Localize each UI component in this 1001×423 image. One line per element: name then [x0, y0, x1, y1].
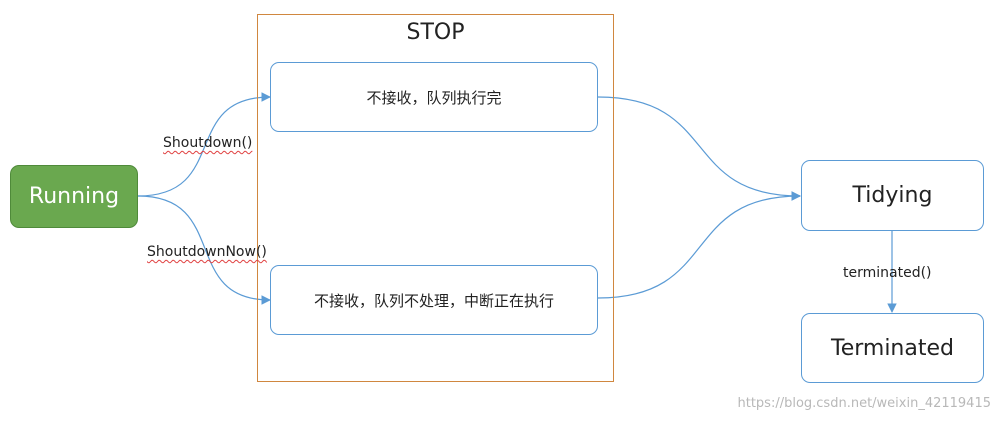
terminated-state: Terminated: [801, 313, 984, 383]
edge-running-to-shutdown-now-state: [137, 195, 271, 305]
shutdown-edge-label: Shoutdown(): [163, 135, 253, 151]
edge-shutdown-state-to-tidying: [597, 96, 801, 201]
terminated-edge-label: terminated(): [843, 265, 932, 281]
shutdown-state: 不接收，队列执行完: [270, 62, 598, 132]
edge-running-to-shutdown-state: [137, 92, 271, 197]
watermark-url: https://blog.csdn.net/weixin_42119415: [737, 396, 991, 411]
edge-shutdown-now-state-to-tidying: [597, 191, 801, 299]
running-state: Running: [10, 165, 138, 228]
stop-group-frame: [257, 14, 614, 382]
shutdown-now-edge-label: ShoutdownNow(): [147, 244, 267, 260]
tidying-state: Tidying: [801, 160, 984, 231]
shutdown-now-state: 不接收，队列不处理，中断正在执行: [270, 265, 598, 335]
stop-group-title: STOP: [406, 20, 465, 45]
